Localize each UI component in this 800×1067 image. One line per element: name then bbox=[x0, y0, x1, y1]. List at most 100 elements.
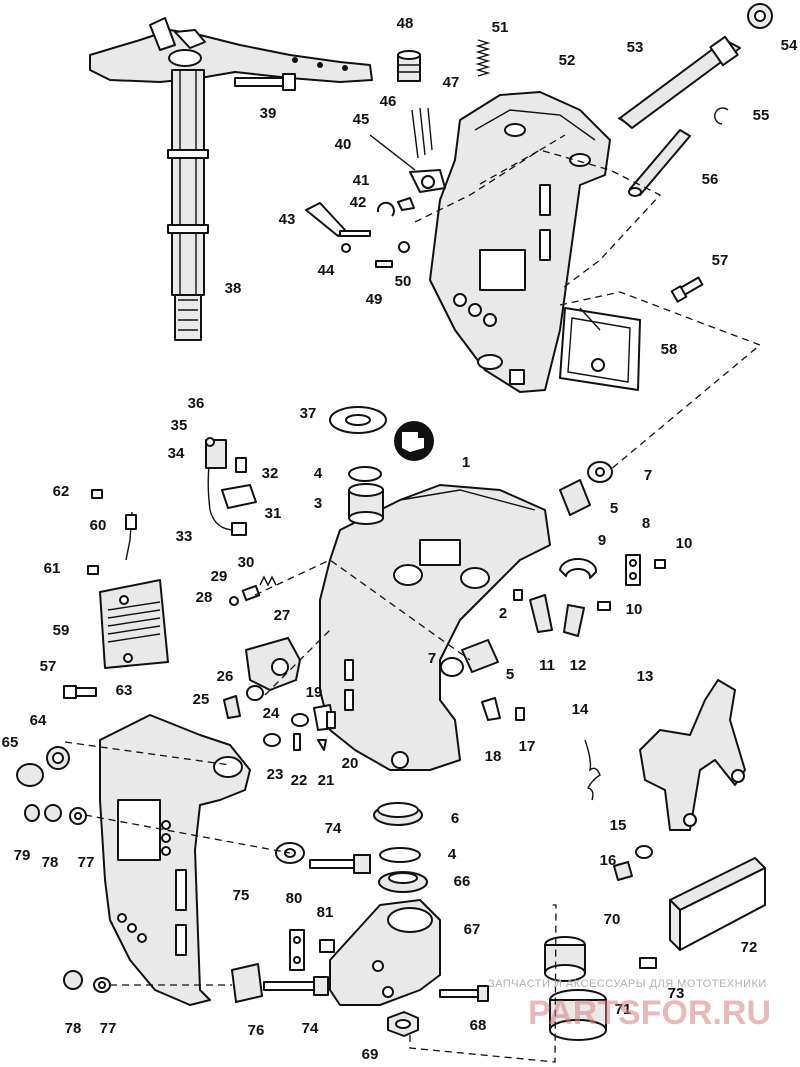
callout-number: 18 bbox=[485, 748, 502, 765]
callout-c68: 68 bbox=[470, 1017, 487, 1034]
callout-c25: 25 bbox=[193, 691, 210, 708]
callout-c22: 22 bbox=[291, 772, 308, 789]
callout-number: 55 bbox=[753, 107, 770, 124]
callout-c79: 79 bbox=[14, 847, 31, 864]
callout-number: 43 bbox=[279, 211, 296, 228]
callout-number: 6 bbox=[451, 810, 459, 827]
part-77-78-lower bbox=[63, 970, 111, 993]
callout-c11: 11 bbox=[539, 657, 555, 674]
part-55-ring bbox=[714, 107, 729, 125]
part-74-76-lower bbox=[231, 963, 329, 1003]
callout-c33: 33 bbox=[176, 528, 193, 545]
callout-c74: 74 bbox=[325, 820, 342, 837]
callout-number: 63 bbox=[116, 682, 133, 699]
part-43-lever bbox=[305, 202, 371, 237]
callout-c81: 81 bbox=[317, 904, 334, 921]
callout-number: 42 bbox=[350, 194, 367, 211]
callout-number: 69 bbox=[362, 1046, 379, 1063]
callout-number: 74 bbox=[302, 1020, 319, 1037]
callout-c40: 40 bbox=[335, 136, 352, 153]
callout-c8: 8 bbox=[642, 515, 650, 532]
callout-number: 37 bbox=[300, 405, 317, 422]
callout-c36: 36 bbox=[188, 395, 205, 412]
callout-c50: 50 bbox=[395, 273, 412, 290]
part-64-65-knob bbox=[16, 746, 70, 787]
callout-c29: 29 bbox=[211, 568, 228, 585]
part-15-16-bushings bbox=[613, 845, 653, 881]
callout-c2: 2 bbox=[499, 605, 507, 622]
part-48-connector bbox=[397, 50, 421, 82]
callout-number: 60 bbox=[90, 517, 107, 534]
part-4-6-66-stack bbox=[373, 802, 428, 893]
callout-c45: 45 bbox=[353, 111, 370, 128]
callout-number: 64 bbox=[30, 712, 47, 729]
callout-c53: 53 bbox=[627, 39, 644, 56]
callout-c43: 43 bbox=[279, 211, 296, 228]
callout-c71: 71 bbox=[615, 1001, 632, 1018]
callout-number: 65 bbox=[2, 734, 19, 751]
part-25-26 bbox=[223, 685, 264, 719]
callout-c56: 56 bbox=[702, 171, 719, 188]
part-19-22-small bbox=[293, 704, 336, 751]
part-5-7-right bbox=[559, 461, 613, 516]
callout-number: 20 bbox=[342, 755, 359, 772]
callout-number: 7 bbox=[428, 650, 436, 667]
callout-number: 14 bbox=[572, 701, 589, 718]
callout-c26: 26 bbox=[217, 668, 234, 685]
callout-c63: 63 bbox=[116, 682, 133, 699]
callout-number: 53 bbox=[627, 39, 644, 56]
callout-c54: 54 bbox=[781, 37, 798, 54]
callout-number: 75 bbox=[233, 887, 250, 904]
callout-c60: 60 bbox=[90, 517, 107, 534]
part-37-washer bbox=[329, 406, 387, 434]
callout-c31: 31 bbox=[265, 505, 282, 522]
callout-number: 39 bbox=[260, 105, 277, 122]
callout-number: 72 bbox=[741, 939, 758, 956]
callout-number: 68 bbox=[470, 1017, 487, 1034]
callout-number: 51 bbox=[492, 19, 509, 36]
callout-c10b: 10 bbox=[626, 601, 643, 618]
callout-number: 74 bbox=[325, 820, 342, 837]
callout-number: 32 bbox=[262, 465, 279, 482]
callout-number: 1 bbox=[462, 454, 470, 471]
callout-c4: 4 bbox=[314, 465, 323, 482]
part-68-bolt bbox=[439, 985, 489, 1002]
part-28-30-detent bbox=[229, 575, 277, 606]
watermark-brand: PARTSFOR.RU bbox=[528, 994, 771, 1032]
callout-number: 67 bbox=[464, 921, 481, 938]
part-77-79-upper bbox=[24, 804, 87, 825]
callout-c20: 20 bbox=[342, 755, 359, 772]
callout-number: 10 bbox=[626, 601, 643, 618]
callout-c72: 72 bbox=[741, 939, 758, 956]
part-14-spring bbox=[584, 739, 601, 801]
part-3-4-bushings bbox=[348, 466, 384, 525]
part-31-32 bbox=[221, 457, 257, 509]
callout-c69: 69 bbox=[362, 1046, 379, 1063]
callout-number: 30 bbox=[238, 554, 255, 571]
callout-number: 28 bbox=[196, 589, 213, 606]
part-41-42-clips bbox=[376, 197, 415, 217]
callout-number: 62 bbox=[53, 483, 70, 500]
callout-c38: 38 bbox=[225, 280, 242, 297]
part-2-screw bbox=[513, 589, 523, 601]
part-53-tilt-tube bbox=[617, 35, 741, 129]
callout-c39: 39 bbox=[260, 105, 277, 122]
callout-c9: 9 bbox=[598, 532, 606, 549]
callout-c59: 59 bbox=[53, 622, 70, 639]
callout-number: 24 bbox=[263, 705, 280, 722]
callout-c6: 6 bbox=[451, 810, 459, 827]
callout-number: 21 bbox=[318, 772, 335, 789]
callout-number: 54 bbox=[781, 37, 798, 54]
callout-c18: 18 bbox=[485, 748, 502, 765]
part-49-50-screw-washer bbox=[375, 241, 410, 268]
callout-c42: 42 bbox=[350, 194, 367, 211]
callout-c65: 65 bbox=[2, 734, 19, 751]
part-73 bbox=[639, 957, 657, 969]
part-51-spring bbox=[475, 39, 491, 77]
part-52-swivel-bracket bbox=[429, 91, 611, 393]
callout-number: 23 bbox=[267, 766, 284, 783]
callout-c5b: 5 bbox=[506, 666, 514, 683]
grease-gun-icon bbox=[394, 421, 434, 461]
callout-number: 47 bbox=[443, 74, 460, 91]
callout-number: 81 bbox=[317, 904, 334, 921]
